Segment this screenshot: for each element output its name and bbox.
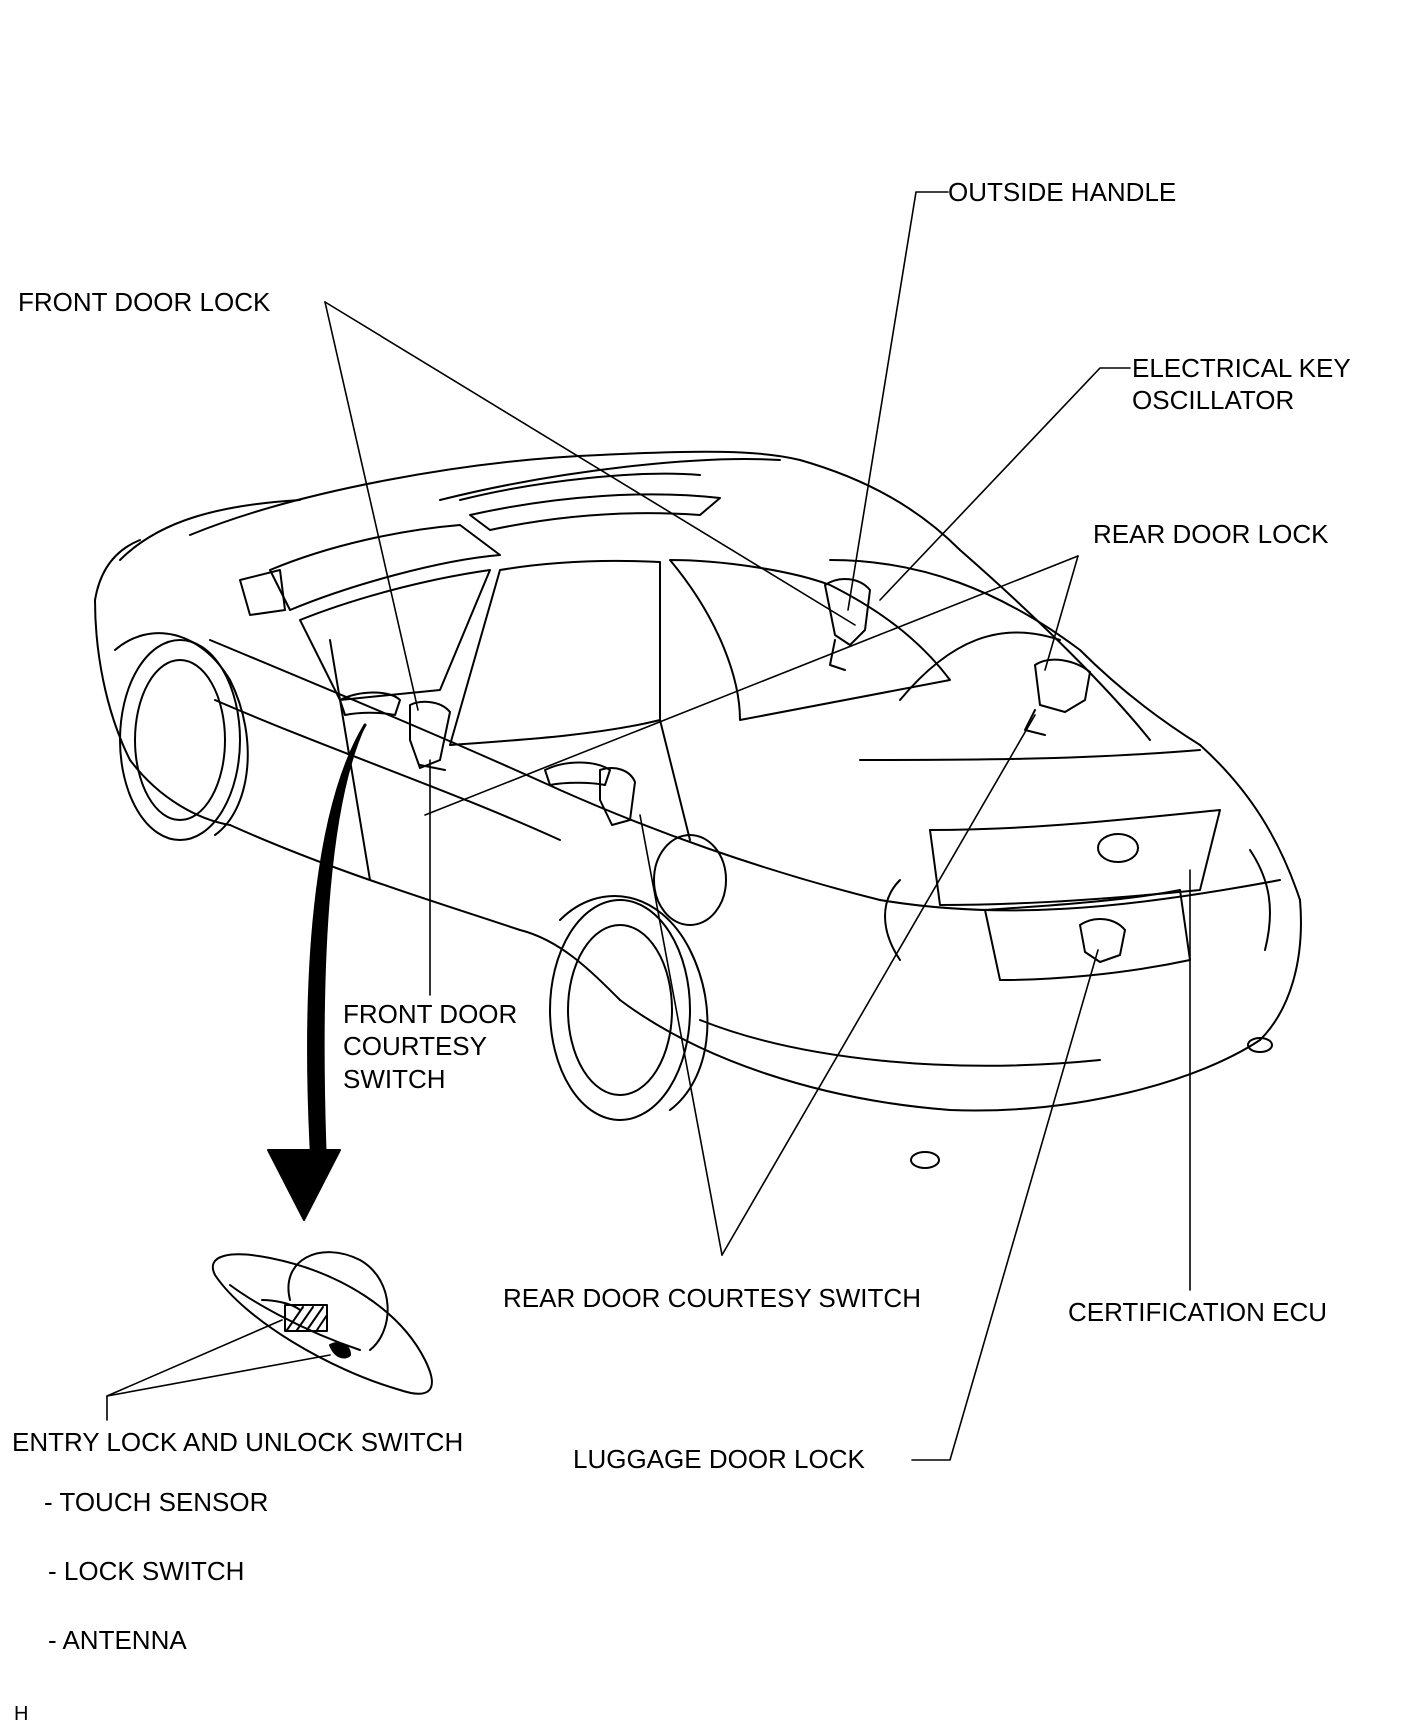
outside-handle-and-oscillator <box>824 578 871 671</box>
label-front-door-lock: FRONT DOOR LOCK <box>18 287 271 317</box>
label-touch-sensor: - TOUCH SENSOR <box>44 1487 269 1517</box>
label-front-door-courtesy-switch-line3: SWITCH <box>343 1064 446 1094</box>
label-luggage-door-lock: LUGGAGE DOOR LOCK <box>573 1444 865 1474</box>
label-antenna: - ANTENNA <box>48 1625 187 1655</box>
label-electrical-key-oscillator-line2: OSCILLATOR <box>1132 385 1295 415</box>
leader-lines <box>106 191 1191 1461</box>
car-body-outline <box>94 450 1302 1169</box>
label-lock-switch: - LOCK SWITCH <box>48 1556 245 1586</box>
label-entry-lock-and-unlock-switch: ENTRY LOCK AND UNLOCK SWITCH <box>12 1427 464 1457</box>
label-electrical-key-oscillator-line1: ELECTRICAL KEY <box>1132 353 1351 383</box>
label-certification-ecu: CERTIFICATION ECU <box>1068 1297 1328 1327</box>
label-front-door-courtesy-switch-line2: COURTESY <box>343 1031 487 1061</box>
detail-callout-arrow <box>267 723 367 1221</box>
front-door-handle-and-lock <box>339 691 451 771</box>
rear-door-handle-and-lock <box>544 761 636 826</box>
corner-mark: H <box>14 1703 29 1725</box>
outside-handle-detail <box>212 1251 433 1395</box>
label-front-door-courtesy-switch-line1: FRONT DOOR <box>343 999 518 1029</box>
label-rear-door-courtesy-switch: REAR DOOR COURTESY SWITCH <box>503 1283 921 1313</box>
label-rear-door-lock: REAR DOOR LOCK <box>1093 519 1329 549</box>
label-outside-handle: OUTSIDE HANDLE <box>948 177 1177 207</box>
rear-door-lock-right <box>1024 658 1091 736</box>
luggage-door-lock <box>1079 918 1126 963</box>
